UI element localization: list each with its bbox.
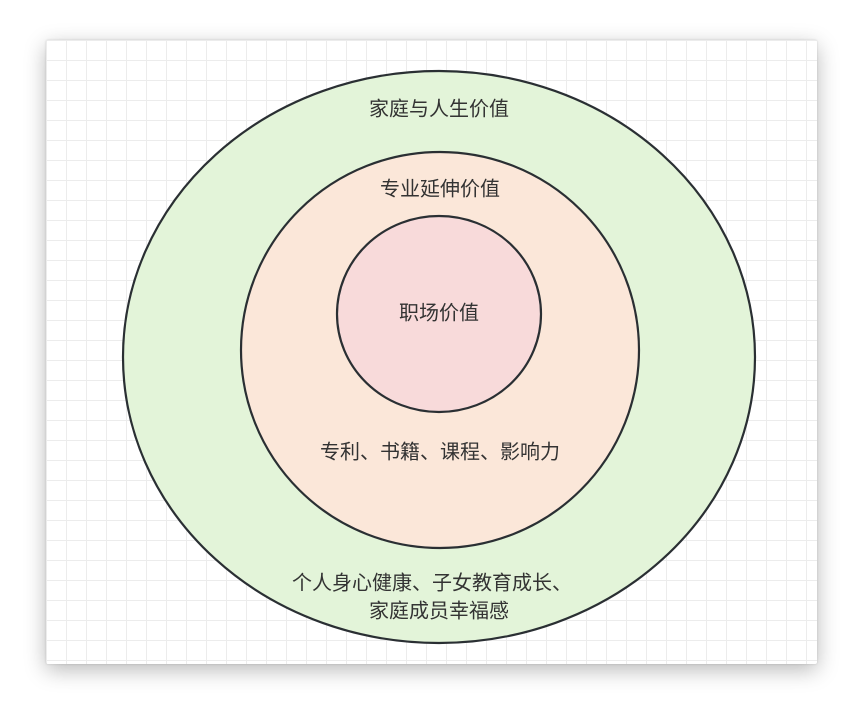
outer-ring-title: 家庭与人生价值 bbox=[369, 97, 509, 121]
inner-circle-workplace-value bbox=[335, 214, 543, 414]
outer-ring-description-line2: 家庭成员幸福感 bbox=[369, 599, 509, 623]
inner-circle-title: 职场价值 bbox=[399, 301, 479, 325]
middle-ring-title: 专业延伸价值 bbox=[380, 177, 500, 201]
outer-ring-description-line1: 个人身心健康、子女教育成长、 bbox=[292, 571, 572, 595]
middle-ring-description: 专利、书籍、课程、影响力 bbox=[320, 440, 560, 464]
